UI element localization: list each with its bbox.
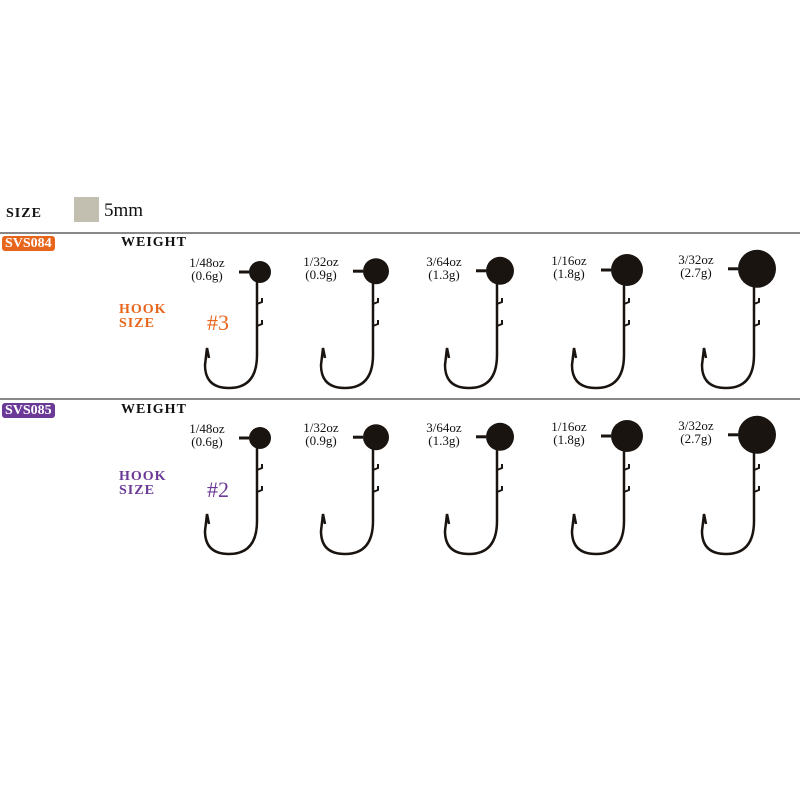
divider xyxy=(0,232,800,234)
weight-heading: WEIGHT xyxy=(121,235,187,250)
weight-oz: 3/64oz xyxy=(426,419,462,435)
jig-head xyxy=(363,424,389,451)
model-badge-svs085: SVS085 xyxy=(2,403,55,418)
hook-wire xyxy=(700,268,756,390)
divider xyxy=(0,398,800,400)
keeper-barb xyxy=(623,298,630,305)
jig-head xyxy=(738,415,776,454)
keeper-barb xyxy=(753,464,760,471)
jig-hook xyxy=(700,415,776,556)
weight-label: 3/32oz(2.7g) xyxy=(666,419,726,445)
weight-grams: (1.8g) xyxy=(553,266,585,281)
keeper-barb xyxy=(256,464,263,471)
weight-grams: (1.8g) xyxy=(553,432,585,447)
hook-label-line2: SIZE xyxy=(119,316,155,331)
jig-head xyxy=(486,256,514,285)
weight-grams: (0.6g) xyxy=(191,268,223,283)
keeper-barb xyxy=(623,486,630,493)
keeper-barb xyxy=(372,320,379,327)
keeper-barb xyxy=(372,298,379,305)
weight-grams: (2.7g) xyxy=(680,264,712,280)
hook-label-line2: SIZE xyxy=(119,483,155,498)
jig-hook xyxy=(319,424,389,556)
hook-wire xyxy=(570,436,626,556)
model-badge-svs084: SVS084 xyxy=(2,236,55,251)
keeper-barb xyxy=(372,486,379,493)
keeper-barb xyxy=(496,486,503,493)
weight-oz: 1/48oz xyxy=(189,255,225,270)
keeper-barb xyxy=(623,320,630,327)
hook-label-line1: HOOK xyxy=(119,469,167,484)
jig-hook xyxy=(443,422,514,556)
hook-wire xyxy=(203,272,259,390)
weight-grams: (1.3g) xyxy=(428,266,460,282)
jig-hook xyxy=(443,256,514,390)
jig-head xyxy=(611,420,643,452)
jig-hook xyxy=(700,249,776,390)
weight-label: 3/64oz(1.3g) xyxy=(414,421,474,447)
keeper-barb xyxy=(496,298,503,305)
size-swatch xyxy=(74,197,99,222)
keeper-barb xyxy=(496,464,503,471)
hook-wire xyxy=(570,270,626,390)
keeper-barb xyxy=(753,298,760,305)
weight-label: 3/64oz(1.3g) xyxy=(414,255,474,281)
hook-size-value: #2 xyxy=(207,477,229,502)
jig-head xyxy=(611,254,643,286)
jig-head xyxy=(738,249,776,288)
hook-size-label: HOOK SIZE xyxy=(119,303,167,331)
weight-oz: 1/16oz xyxy=(551,419,587,434)
keeper-barb xyxy=(753,486,760,493)
keeper-barb xyxy=(496,320,503,327)
jig-hook xyxy=(319,258,389,390)
jig-hook xyxy=(570,420,643,556)
jig-head xyxy=(249,261,271,283)
keeper-barb xyxy=(753,320,760,327)
weight-grams: (0.6g) xyxy=(191,434,223,449)
hook-wire xyxy=(700,434,756,556)
keeper-barb xyxy=(372,464,379,471)
jig-head xyxy=(249,427,271,449)
jig-hook xyxy=(570,254,643,390)
weight-grams: (0.9g) xyxy=(305,433,337,449)
weight-label: 1/16oz(1.8g) xyxy=(539,420,599,446)
weight-label: 1/32oz(0.9g) xyxy=(291,255,351,281)
weight-grams: (1.3g) xyxy=(428,432,460,448)
keeper-barb xyxy=(623,464,630,471)
weight-oz: 1/48oz xyxy=(189,421,225,436)
jig-head xyxy=(486,422,514,451)
size-label: SIZE xyxy=(6,206,42,221)
weight-oz: 1/32oz xyxy=(303,420,339,436)
weight-oz: 1/16oz xyxy=(551,253,587,268)
weight-label: 1/48oz(0.6g) xyxy=(177,256,237,282)
jig-hook xyxy=(203,427,271,556)
keeper-barb xyxy=(256,298,263,305)
weight-label: 3/32oz(2.7g) xyxy=(666,253,726,279)
jig-head xyxy=(363,258,389,285)
hook-wire xyxy=(443,436,499,556)
weight-oz: 1/32oz xyxy=(303,254,339,270)
weight-heading: WEIGHT xyxy=(121,402,187,417)
hook-wire xyxy=(319,437,375,556)
hook-wire xyxy=(203,438,259,556)
size-value: 5mm xyxy=(104,200,144,221)
hook-label-line1: HOOK xyxy=(119,302,167,317)
weight-oz: 3/64oz xyxy=(426,253,462,269)
keeper-barb xyxy=(256,486,263,493)
hook-wire xyxy=(443,270,499,390)
keeper-barb xyxy=(256,320,263,327)
hook-wire xyxy=(319,271,375,390)
weight-grams: (2.7g) xyxy=(680,430,712,446)
jig-hook xyxy=(203,261,271,390)
weight-grams: (0.9g) xyxy=(305,267,337,283)
weight-label: 1/32oz(0.9g) xyxy=(291,421,351,447)
hook-size-label: HOOK SIZE xyxy=(119,470,167,498)
hook-size-value: #3 xyxy=(207,310,229,335)
weight-oz: 3/32oz xyxy=(678,417,714,433)
weight-label: 1/16oz(1.8g) xyxy=(539,254,599,280)
weight-label: 1/48oz(0.6g) xyxy=(177,422,237,448)
weight-oz: 3/32oz xyxy=(678,251,714,267)
